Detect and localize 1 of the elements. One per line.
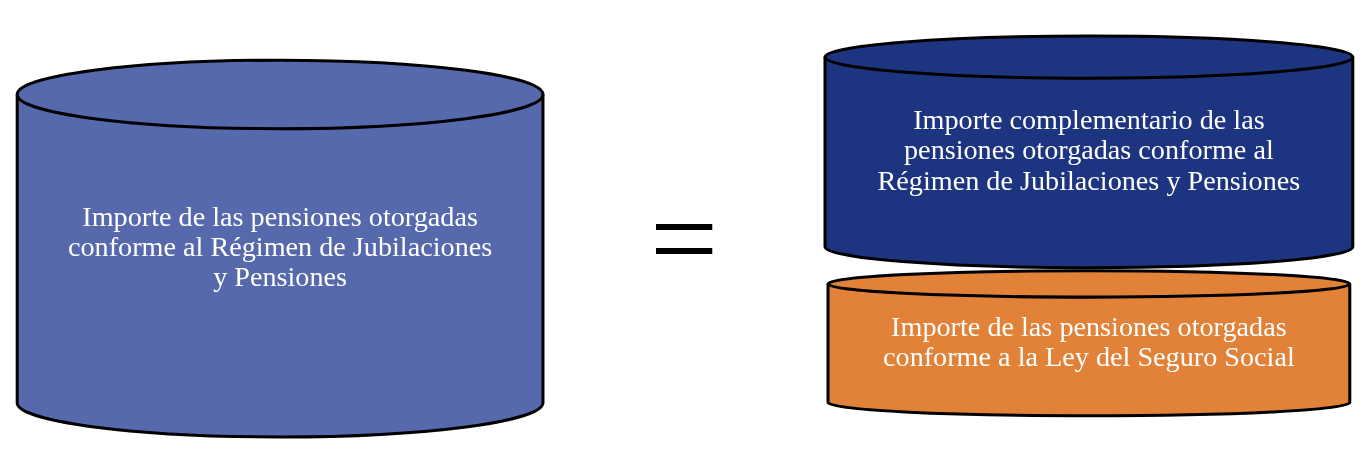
label: = — [649, 170, 718, 305]
